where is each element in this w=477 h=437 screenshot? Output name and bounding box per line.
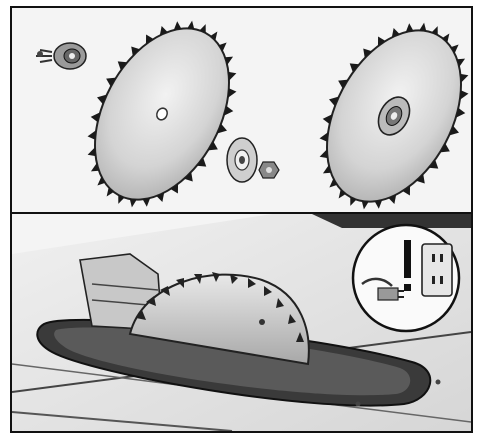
table-saw-panel — [10, 214, 473, 433]
power-outlet-icon — [422, 244, 452, 296]
blade-assembly-panel — [10, 6, 473, 214]
flange-nut-icon — [36, 43, 86, 69]
outer-flange-icon — [227, 138, 257, 182]
table-screw — [356, 402, 361, 407]
table-screw — [436, 380, 441, 385]
table-saw-drawing — [12, 214, 471, 431]
blade-assembly-drawing — [12, 8, 471, 212]
warning-inset — [353, 225, 459, 331]
arbor-nut-icon — [259, 162, 279, 178]
